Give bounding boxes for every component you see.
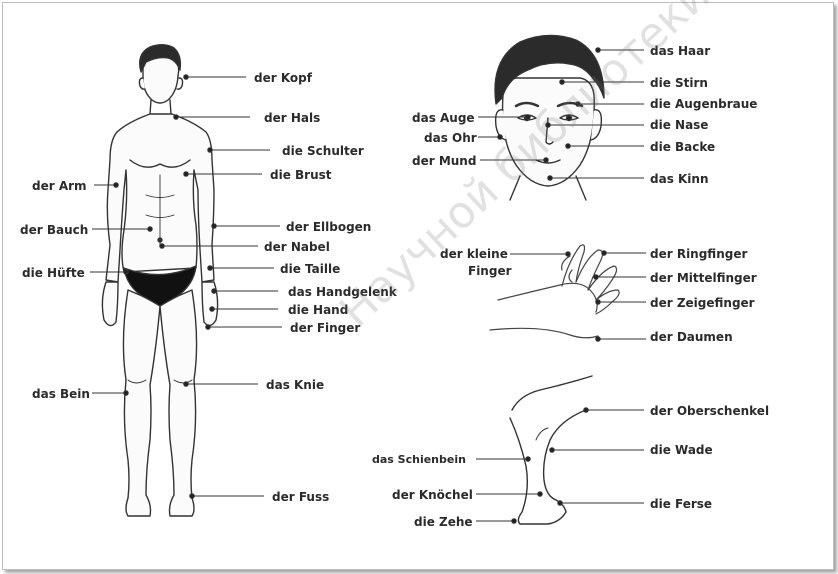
label-bauch: der Bauch xyxy=(20,223,88,237)
label-handgelenk: das Handgelenk xyxy=(288,285,397,299)
label-wade: die Wade xyxy=(650,443,713,457)
hand-illustration xyxy=(490,245,619,338)
label-zeigefinger: der Zeigefinger xyxy=(650,296,755,310)
label-backe: die Backe xyxy=(650,140,715,154)
label-kleiner-finger-line1: der kleine xyxy=(440,247,508,261)
label-taille: die Taille xyxy=(280,262,340,276)
label-fuss: der Fuss xyxy=(272,490,329,504)
label-mittelfinger: der Mittelfinger xyxy=(650,271,757,285)
label-haar: das Haar xyxy=(650,44,710,58)
label-ringfinger: der Ringfinger xyxy=(650,247,747,261)
label-ellbogen: der Ellbogen xyxy=(286,220,371,234)
full-body-figure xyxy=(102,45,217,516)
label-ohr: das Ohr xyxy=(424,131,477,145)
label-daumen: der Daumen xyxy=(650,330,733,344)
label-zehe: die Zehe xyxy=(414,515,473,529)
label-bein: das Bein xyxy=(32,387,90,401)
label-kopf: der Kopf xyxy=(254,71,312,85)
label-arm: der Arm xyxy=(32,179,87,193)
label-mund: der Mund xyxy=(412,154,476,168)
label-huefte: die Hüfte xyxy=(22,266,85,280)
label-auge: das Auge xyxy=(412,111,475,125)
label-kinn: das Kinn xyxy=(650,172,709,186)
label-schienbein: das Schienbein xyxy=(372,453,466,467)
label-brust: die Brust xyxy=(270,168,332,182)
label-finger: der Finger xyxy=(290,321,360,335)
label-hand: die Hand xyxy=(288,303,348,317)
label-kleiner-finger-line2: Finger xyxy=(468,264,512,278)
label-nabel: der Nabel xyxy=(264,240,330,254)
label-ferse: die Ferse xyxy=(650,497,712,511)
label-nase: die Nase xyxy=(650,118,708,132)
label-knoechel: der Knöchel xyxy=(392,488,473,502)
label-schulter: die Schulter xyxy=(282,144,364,158)
label-oberschenkel: der Oberschenkel xyxy=(650,404,769,418)
label-augenbraue: die Augenbraue xyxy=(650,97,757,111)
label-stirn: die Stirn xyxy=(650,76,708,90)
label-hals: der Hals xyxy=(264,111,320,125)
label-knie: das Knie xyxy=(266,378,324,392)
